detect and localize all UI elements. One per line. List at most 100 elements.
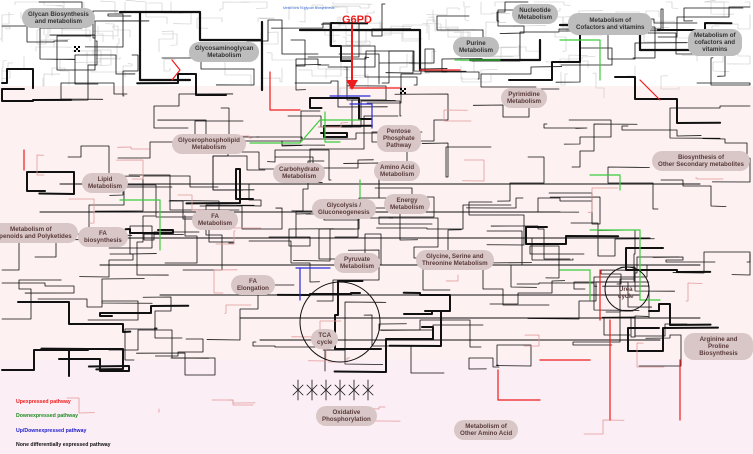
network-edge bbox=[94, 175, 219, 212]
fa-elongation-pathway-label[interactable]: FA Elongation bbox=[231, 275, 275, 295]
network-edge bbox=[330, 22, 369, 62]
pink-edge bbox=[445, 274, 459, 282]
fa-biosynthesis-pathway-label[interactable]: FA biosynthesis bbox=[78, 227, 128, 247]
network-edge bbox=[1, 68, 34, 90]
glycerophospholipid-pathway-label[interactable]: Glycerophospholipid Metabolism bbox=[172, 134, 246, 154]
glycine-serine-threonine-pathway-label[interactable]: Glycine, Serine and Threonine Metabolism bbox=[416, 250, 494, 270]
faint-edge bbox=[461, 73, 510, 83]
faint-edge bbox=[240, 1, 268, 9]
pink-edge bbox=[443, 109, 472, 122]
network-edge bbox=[376, 204, 512, 230]
network-edge bbox=[489, 280, 566, 305]
oxidative-phosphorylation-label[interactable]: Oxidative Phosphorylation bbox=[316, 406, 377, 426]
faint-edge bbox=[426, 7, 460, 16]
faint-edge bbox=[158, 30, 174, 53]
network-edge bbox=[92, 10, 150, 39]
network-edge bbox=[333, 326, 434, 373]
faint-edge bbox=[74, 56, 121, 63]
other-amino-acid-pathway-label[interactable]: Metabolism of Other Amino Acid bbox=[454, 420, 519, 440]
network-edge bbox=[683, 7, 744, 22]
pink-edge bbox=[116, 159, 144, 180]
glycosaminoglycan-pathway-label[interactable]: Glycosaminoglycan Metabolism bbox=[189, 42, 260, 62]
pyruvate-pathway-label[interactable]: Pyruvate Metabolism bbox=[334, 253, 381, 273]
faint-edge bbox=[462, 1, 471, 8]
terpenoids-pathway-label[interactable]: Metabolism of Terpenoids and Polyketides bbox=[0, 223, 78, 243]
pink-edge bbox=[587, 187, 619, 213]
oxphos-mark bbox=[320, 384, 332, 396]
network-edge bbox=[281, 110, 321, 147]
down-edge bbox=[559, 39, 601, 81]
network-edge bbox=[271, 22, 360, 58]
cofactors-pathway-label[interactable]: Metabolism of Cofactors and vitamins bbox=[568, 13, 653, 35]
pentose-phosphate-pathway-label[interactable]: Pentose Phosphate Pathway bbox=[377, 125, 421, 152]
network-edge bbox=[37, 278, 145, 308]
up-edge bbox=[171, 59, 181, 81]
checker-cell bbox=[400, 92, 402, 94]
lipid-pathway-label[interactable]: Lipid Metabolism bbox=[82, 173, 129, 193]
network-edge bbox=[68, 348, 124, 377]
network-edge bbox=[466, 197, 524, 209]
carbohydrate-pathway-label[interactable]: Carbohydrate Metabolism bbox=[273, 163, 326, 183]
faint-edge bbox=[51, 67, 66, 77]
network-edge bbox=[17, 301, 132, 333]
network-edge bbox=[334, 280, 382, 350]
updown-edge bbox=[349, 103, 373, 129]
network-edge bbox=[571, 123, 638, 168]
network-edge bbox=[657, 6, 751, 38]
network-edge bbox=[496, 1, 529, 22]
network-edge bbox=[295, 58, 330, 91]
network-edge bbox=[252, 341, 316, 348]
secondary-metabolites-pathway-label[interactable]: Biosynthesis of Other Secondary metaboli… bbox=[652, 151, 750, 171]
network-edge bbox=[334, 207, 419, 241]
network-edge bbox=[731, 253, 751, 276]
faint-edge bbox=[203, 60, 252, 87]
network-edge bbox=[381, 50, 467, 84]
network-edge bbox=[363, 314, 445, 374]
nucleotide-pathway-label[interactable]: Nucleotide Metabolism bbox=[512, 4, 559, 24]
tca-cycle-label[interactable]: TCA cycle bbox=[311, 329, 339, 349]
network-edge bbox=[108, 225, 157, 255]
oxphos-mark bbox=[292, 384, 304, 396]
network-edge bbox=[128, 174, 220, 211]
faint-edge bbox=[402, 24, 430, 41]
thick-edge bbox=[298, 28, 422, 72]
network-edge bbox=[212, 155, 266, 191]
checker-markers bbox=[74, 46, 406, 94]
checker-cell bbox=[78, 50, 80, 52]
faint-edge bbox=[428, 9, 435, 23]
pyrimidine-pathway-label[interactable]: Pyrimidine Metabolism bbox=[501, 88, 548, 108]
network-edge bbox=[142, 296, 183, 339]
pink-edge bbox=[373, 406, 386, 410]
network-edge bbox=[79, 253, 134, 278]
faint-edge bbox=[311, 4, 340, 10]
faint-edge bbox=[533, 1, 571, 6]
purine-pathway-label[interactable]: Purine Metabolism bbox=[453, 37, 500, 57]
glycolysis-pathway-label[interactable]: Glycolysis / Gluconeogenesis bbox=[312, 199, 376, 219]
updown-edges bbox=[295, 95, 373, 301]
checker-cell bbox=[402, 90, 404, 92]
amino-acid-pathway-label[interactable]: Amino Acid Metabolism bbox=[374, 161, 421, 181]
network-edge bbox=[573, 281, 653, 308]
network-edge bbox=[268, 228, 334, 247]
energy-pathway-label[interactable]: Energy Metabolism bbox=[384, 194, 431, 214]
oxphos-mark bbox=[306, 384, 318, 396]
network-edge bbox=[1, 88, 73, 102]
network-edge bbox=[124, 327, 158, 361]
cycle-circles bbox=[292, 266, 650, 401]
network-edge bbox=[122, 54, 139, 97]
network-edge bbox=[324, 349, 384, 372]
thick-edge bbox=[138, 10, 192, 82]
pink-edge bbox=[215, 230, 236, 245]
urea-cycle-label[interactable]: Urea cycle bbox=[618, 286, 634, 300]
fa-metabolism-pathway-label[interactable]: FA Metabolism bbox=[192, 210, 239, 230]
arginine-proline-pathway-label[interactable]: Arginine and Proline Biosynthesis bbox=[684, 333, 753, 360]
faint-edge bbox=[436, 18, 459, 30]
cofactors2-pathway-label[interactable]: Metabolism of cofactors and vitamins bbox=[688, 29, 742, 56]
glycan-pathway-label[interactable]: Glycan Biosynthesis and metabolism bbox=[22, 8, 95, 28]
faint-edge bbox=[331, 6, 349, 14]
faint-edge bbox=[42, 73, 61, 87]
network-edge bbox=[136, 73, 227, 96]
network-edge bbox=[136, 215, 169, 276]
pink-edge bbox=[213, 269, 238, 294]
